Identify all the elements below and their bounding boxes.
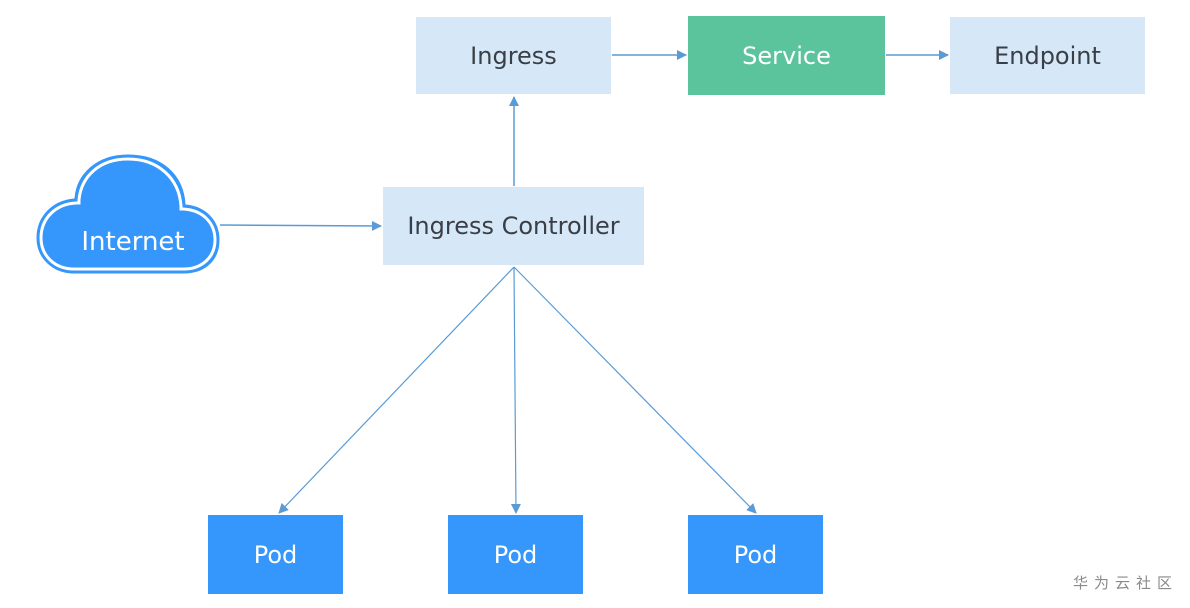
pod-node-2: Pod bbox=[448, 515, 583, 594]
internet-cloud-icon bbox=[35, 153, 221, 275]
pod-node-1: Pod bbox=[208, 515, 343, 594]
edge-controller-to-pod-3 bbox=[513, 266, 757, 514]
ingress-node: Ingress bbox=[416, 17, 611, 94]
ingress-controller-node: Ingress Controller bbox=[383, 187, 644, 265]
endpoint-node: Endpoint bbox=[950, 17, 1145, 94]
pod-node-3: Pod bbox=[688, 515, 823, 594]
edge-controller-to-pod-1 bbox=[278, 266, 515, 514]
edge-controller-to-pod-2 bbox=[510, 266, 521, 514]
edge-internet-to-controller bbox=[219, 220, 382, 231]
service-node: Service bbox=[688, 16, 885, 95]
internet-label: Internet bbox=[81, 227, 185, 257]
watermark-text: 华为云社区 bbox=[1072, 574, 1178, 592]
